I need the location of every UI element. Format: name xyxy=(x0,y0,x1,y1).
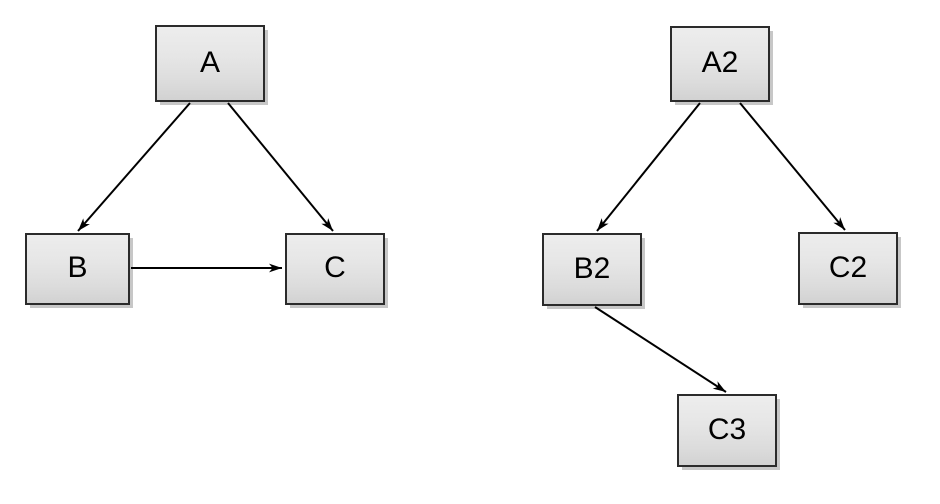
node-label-c: C xyxy=(324,251,346,284)
edge-a-to-b xyxy=(77,102,191,232)
node-label-b2: B2 xyxy=(573,251,611,285)
node-label-c3: C3 xyxy=(707,412,747,446)
edge-a2-to-c2 xyxy=(739,102,846,231)
node-a2[interactable]: A2 xyxy=(670,26,770,102)
node-label-c2: C2 xyxy=(828,250,868,284)
node-c[interactable]: C xyxy=(285,233,385,305)
edges-group xyxy=(77,102,846,393)
edge-a-to-c xyxy=(227,102,334,232)
node-a[interactable]: A xyxy=(155,25,265,102)
edge-b2-to-c3 xyxy=(594,306,727,393)
node-b[interactable]: B xyxy=(25,233,130,305)
node-label-a2: A2 xyxy=(701,46,739,79)
node-c3[interactable]: C3 xyxy=(677,394,777,467)
node-label-b: B xyxy=(67,251,88,284)
edge-a2-to-b2 xyxy=(596,102,701,232)
node-label-a: A xyxy=(199,45,220,79)
node-b2[interactable]: B2 xyxy=(542,233,642,306)
node-c2[interactable]: C2 xyxy=(798,232,898,305)
